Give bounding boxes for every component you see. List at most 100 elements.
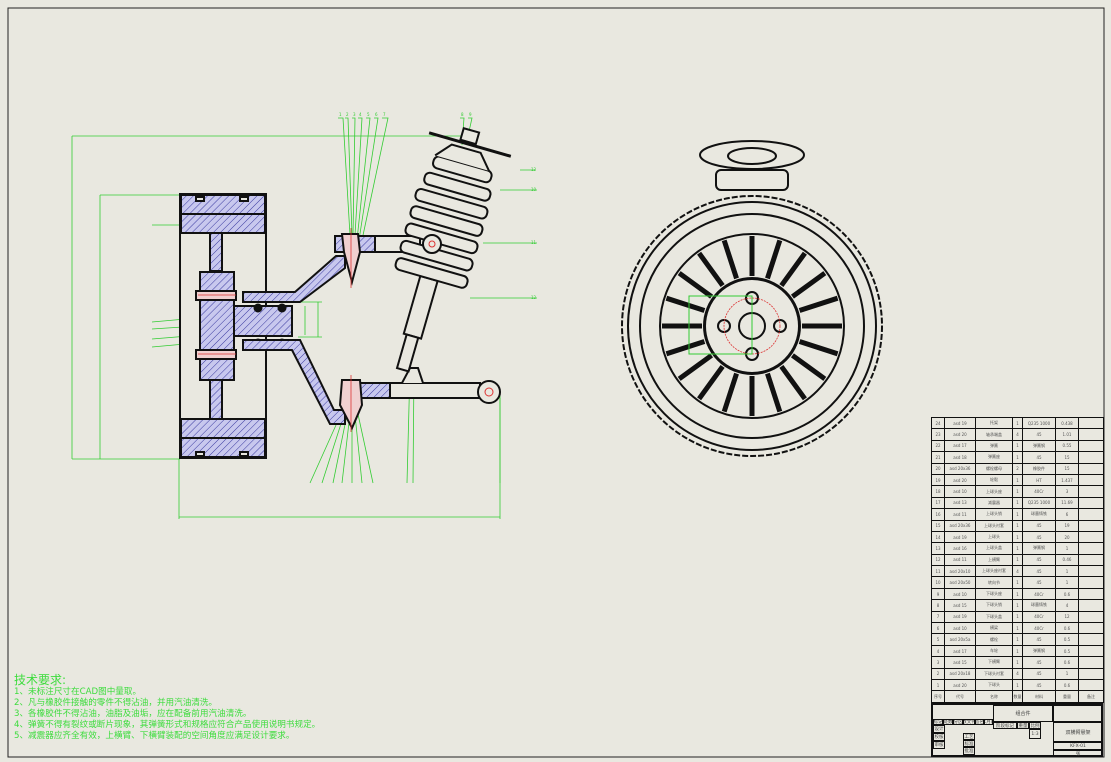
bom-cell: 螺栓螺母	[975, 462, 1013, 475]
bom-cell: 弹簧钢	[1022, 542, 1056, 555]
svg-text:9: 9	[469, 112, 472, 117]
bom-header-cell: 备注	[1078, 690, 1104, 703]
bom-cell: 11	[931, 565, 945, 578]
bom-cell: 0.6	[1055, 656, 1079, 669]
bom-header-row: 序号代号名称数量材料重量备注	[931, 690, 1104, 703]
bom-cell: 40Cr	[1022, 610, 1056, 624]
wheel-spoke	[790, 353, 827, 381]
bom-cell: 10	[931, 576, 945, 589]
ball-joints	[338, 228, 364, 432]
svg-text:13: 13	[531, 167, 537, 172]
bom-cell: 1	[1012, 451, 1023, 464]
bom-cell: 上球头座衬套	[975, 565, 1013, 578]
title-block: 组合件 标记 处数 分区 更改文件号 签名 年月日 设计 校核 审核 工艺 标准…	[931, 703, 1103, 757]
bom-cell: 3	[931, 656, 945, 669]
bom-cell	[1078, 610, 1104, 624]
bom-cell	[1078, 565, 1104, 578]
weight-label: 重量	[1017, 722, 1029, 729]
bom-cell: 弹簧座	[975, 451, 1013, 464]
bom-cell	[1078, 473, 1104, 487]
bom-cell: 0.46	[1055, 553, 1079, 567]
bom-cell: 1.437	[1055, 473, 1079, 487]
bom-cell: 1	[1012, 542, 1023, 555]
bom-cell: asd 11	[944, 553, 976, 567]
bom-cell: 14	[931, 530, 945, 544]
bom-header-cell: 数量	[1012, 690, 1023, 703]
scale-label: 比例	[1029, 722, 1041, 729]
bom-cell: 8	[931, 599, 945, 612]
wheel-spoke	[798, 339, 839, 357]
assembly-label: 组合件	[993, 705, 1053, 722]
bom-cell: 9	[931, 587, 945, 601]
title-empty	[1053, 705, 1103, 722]
bom-cell: 22	[931, 439, 945, 453]
bom-cell: 1	[1012, 633, 1023, 646]
drawing-number: KFX-01	[1053, 742, 1103, 750]
tech-requirement-item: 3、各橡胶件不得沾油，油脂及油垢，应在配备前用汽油清洗。	[14, 709, 252, 719]
bom-cell: 4	[1012, 667, 1023, 681]
stage-mark-label: 阶段标记	[993, 722, 1017, 729]
bom-cell: 45	[1022, 633, 1056, 646]
bom-cell: 45	[1022, 451, 1056, 464]
bom-cell	[1078, 530, 1104, 544]
bom-header-cell: 序号	[931, 690, 945, 703]
bom-cell: 轴承端盖	[975, 428, 1013, 441]
bom-cell: 15	[1055, 451, 1079, 464]
bom-cell: 弹簧	[975, 439, 1013, 453]
bom-cell: 15	[931, 519, 945, 532]
tech-requirements-title: 技术要求:	[14, 673, 67, 687]
wheel-spoke	[790, 271, 827, 299]
bom-cell: 弹簧钢	[1022, 644, 1056, 658]
process-label: 工艺	[963, 733, 975, 740]
bom-cell: 45	[1022, 428, 1056, 441]
svg-text:4: 4	[359, 112, 362, 117]
wheel-spoke	[721, 239, 739, 280]
check-label: 校核	[933, 733, 945, 741]
bom-cell: asd 17	[944, 439, 976, 453]
bom-cell: 4	[1055, 599, 1079, 612]
bom-cell: 19	[1055, 519, 1079, 532]
scale-value: 1:3	[1029, 729, 1041, 739]
bom-cell: 球墨铸铁	[1022, 508, 1056, 521]
steering-knuckle-section	[179, 193, 293, 459]
bom-cell: asd 20	[944, 473, 976, 487]
bom-cell: 1	[1012, 587, 1023, 601]
bom-cell: asd 18	[944, 451, 976, 464]
bom-cell: 45	[1022, 530, 1056, 544]
bom-cell: 19	[931, 473, 945, 487]
bom-cell	[1078, 416, 1104, 430]
design-label: 设计	[933, 725, 945, 733]
bom-cell: 1	[1012, 416, 1023, 430]
bom-cell: 6	[931, 622, 945, 635]
bom-cell: 12	[931, 553, 945, 567]
bom-cell: asd 19	[944, 416, 976, 430]
bom-cell: 1	[931, 678, 945, 692]
bom-cell: 12	[1055, 610, 1079, 624]
bom-cell: 0.55	[1055, 439, 1079, 453]
wheel-spoke	[677, 271, 714, 299]
wheel-spoke	[798, 295, 839, 313]
sheet-border	[7, 7, 1105, 758]
bom-cell: asd 20x50	[944, 576, 976, 589]
bom-cell: 1	[1055, 565, 1079, 578]
wheel-spoke	[765, 239, 783, 280]
bom-cell: 下横臂	[975, 656, 1013, 669]
bom-cell: 下球头衬套	[975, 667, 1013, 681]
svg-text:6: 6	[375, 112, 378, 117]
standard-label: 标准	[963, 740, 975, 747]
bom-cell: 3	[1055, 485, 1079, 498]
bom-cell: 16	[931, 508, 945, 521]
bom-header-cell: 名称	[975, 690, 1013, 703]
bom-header-cell: 重量	[1055, 690, 1079, 703]
tech-requirement-item: 4、弹簧不得有裂纹或断片现象，其弹簧形式和规格应符合产品使用说明书规定。	[14, 720, 321, 730]
svg-text:2: 2	[346, 112, 349, 117]
wheel-spoke	[665, 339, 706, 357]
